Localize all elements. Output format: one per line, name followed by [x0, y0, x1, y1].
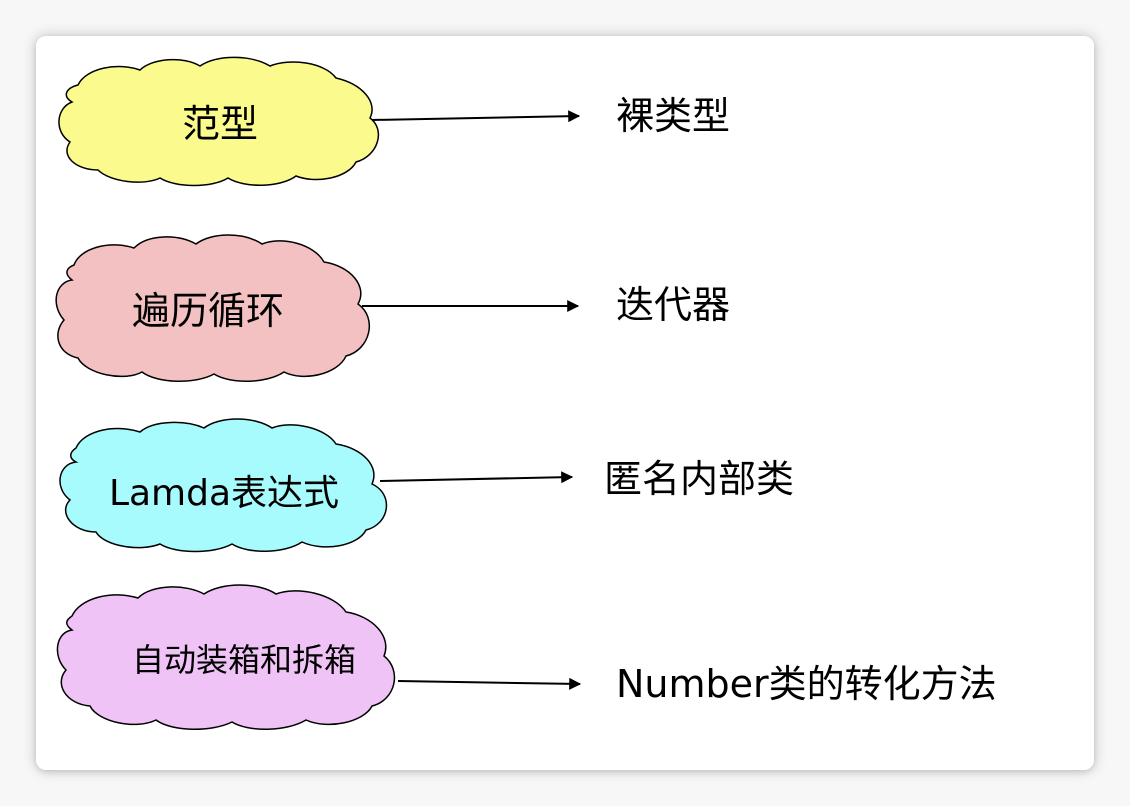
row-2: 遍历循环 迭代器 [55, 234, 730, 382]
cloud-shape [55, 234, 371, 382]
row-3: Lamda表达式 匿名内部类 [59, 418, 794, 553]
cloud-label: Lamda表达式 [109, 473, 339, 514]
cloud-shape [59, 418, 388, 553]
cloud-label: 自动装箱和拆箱 [132, 641, 356, 679]
cloud-shape [56, 584, 396, 730]
target-label: 匿名内部类 [604, 457, 794, 501]
target-label: Number类的转化方法 [616, 662, 997, 706]
arrow-line [397, 677, 582, 690]
target-label: 裸类型 [616, 94, 730, 138]
arrow-line [379, 471, 574, 484]
cloud-shape [58, 56, 380, 187]
cloud-label: 遍历循环 [132, 289, 284, 333]
arrow-line [371, 110, 581, 123]
target-label: 迭代器 [616, 283, 730, 327]
cloud-label: 范型 [182, 102, 258, 146]
row-1: 范型 裸类型 [58, 56, 730, 187]
row-4: 自动装箱和拆箱 Number类的转化方法 [56, 584, 997, 730]
